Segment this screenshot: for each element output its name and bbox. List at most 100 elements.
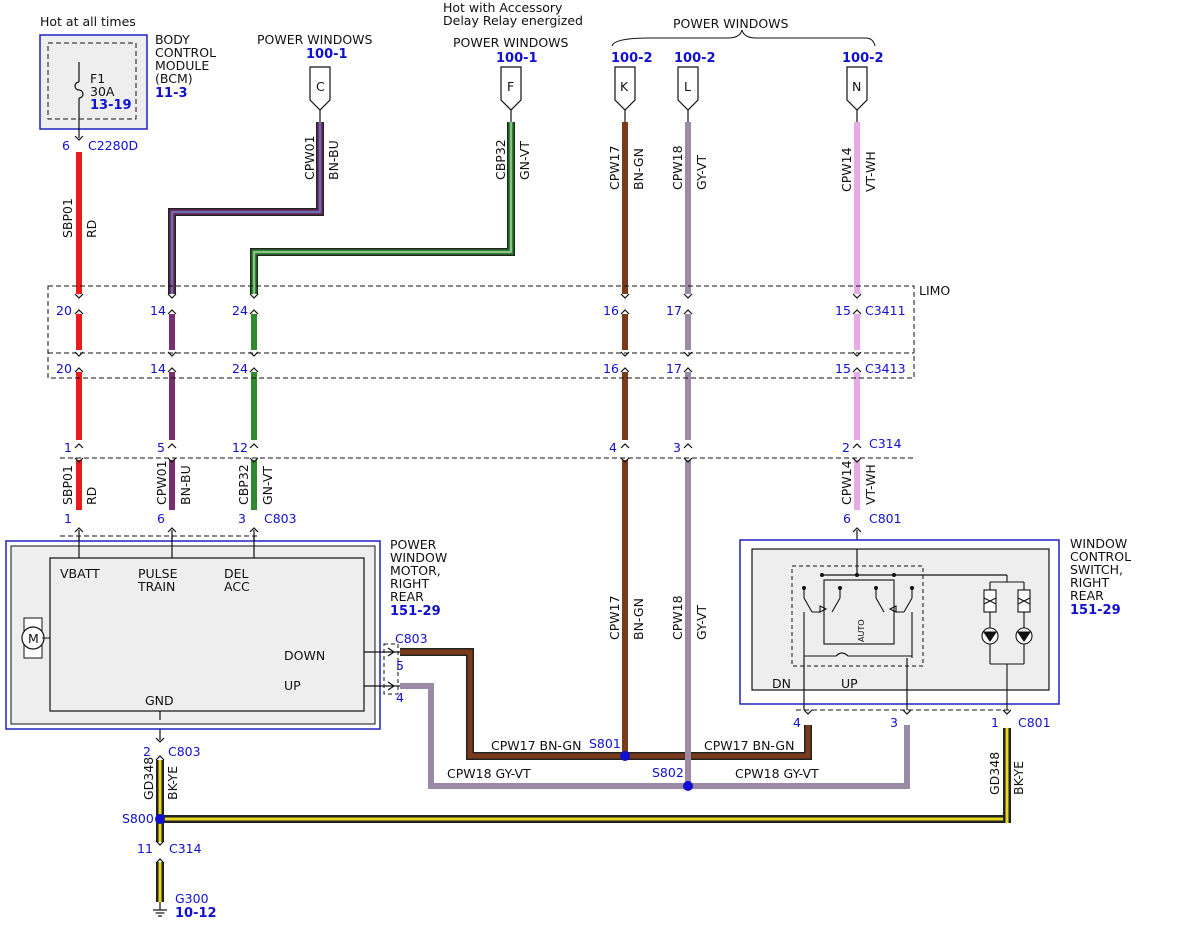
c803-side-label: C803 bbox=[395, 631, 428, 646]
svg-text:K: K bbox=[620, 79, 629, 94]
motor-del-1: DEL bbox=[224, 566, 249, 581]
svg-text:BN-BU: BN-BU bbox=[326, 140, 341, 180]
svg-text:GY-VT: GY-VT bbox=[694, 154, 709, 190]
svg-text:5: 5 bbox=[157, 440, 165, 455]
svg-text:CPW18 GY-VT: CPW18 GY-VT bbox=[735, 766, 819, 781]
svg-text:CPW01: CPW01 bbox=[154, 460, 169, 505]
motor-label-3: MOTOR, bbox=[390, 563, 441, 578]
switch-dn: DN bbox=[772, 676, 791, 691]
s800-label: S800 bbox=[122, 811, 154, 826]
svg-text:RD: RD bbox=[84, 487, 99, 505]
c801-gnd-pin: 1 bbox=[991, 715, 999, 730]
svg-text:BK-YE: BK-YE bbox=[1011, 761, 1026, 795]
pin-flag-f: F bbox=[500, 66, 522, 122]
svg-text:CPW14: CPW14 bbox=[839, 460, 854, 505]
svg-text:3: 3 bbox=[238, 511, 246, 526]
switch-label-2: CONTROL bbox=[1070, 549, 1131, 564]
hot-accessory-label-1: Hot with Accessory bbox=[443, 0, 563, 15]
wire-labels: SBP01 RD CPW01 BN-BU CBP32 GN-VT CPW17 B… bbox=[60, 135, 1026, 800]
svg-text:16: 16 bbox=[603, 361, 619, 376]
svg-text:C803: C803 bbox=[264, 511, 297, 526]
pin-flag-l: L bbox=[677, 66, 699, 122]
pw-f-title: POWER WINDOWS bbox=[453, 35, 569, 50]
limo-connector-box bbox=[47, 285, 915, 379]
motor-pulse-1: PULSE bbox=[138, 566, 178, 581]
c801-top-label: C801 bbox=[869, 511, 902, 526]
pw-l-ref: 100-2 bbox=[674, 51, 716, 66]
c314-chevrons bbox=[74, 443, 862, 463]
power-window-motor: VBATT PULSE TRAIN DEL ACC DOWN UP GND M bbox=[5, 536, 400, 730]
window-control-switch: AUTO DN UP bbox=[739, 539, 1060, 710]
motor-pulse-2: TRAIN bbox=[137, 579, 175, 594]
bcm-label-4: (BCM) bbox=[155, 71, 193, 86]
motor-gnd: GND bbox=[145, 693, 174, 708]
s802-label: S802 bbox=[652, 765, 684, 780]
s801-label: S801 bbox=[589, 736, 621, 751]
svg-text:12: 12 bbox=[232, 440, 248, 455]
motor-label-2: WINDOW bbox=[390, 550, 447, 565]
pw-c-title: POWER WINDOWS bbox=[257, 32, 373, 47]
c801-top-pin: 6 bbox=[843, 511, 851, 526]
c314-gnd-pin: 11 bbox=[137, 841, 153, 856]
wire-gd348 bbox=[153, 712, 1011, 917]
g300-ref: 10-12 bbox=[175, 906, 217, 921]
svg-text:CPW17: CPW17 bbox=[607, 595, 622, 640]
svg-text:1: 1 bbox=[64, 511, 72, 526]
svg-text:17: 17 bbox=[666, 303, 682, 318]
svg-text:GN-VT: GN-VT bbox=[517, 141, 532, 180]
limo-chevrons bbox=[74, 293, 862, 373]
fuse-icon bbox=[74, 81, 84, 99]
motor-label-4: RIGHT bbox=[390, 576, 429, 591]
svg-text:CPW18: CPW18 bbox=[670, 145, 685, 190]
g300-label: G300 bbox=[175, 891, 209, 906]
bcm-label-2: CONTROL bbox=[155, 45, 216, 60]
limo-label: LIMO bbox=[919, 283, 950, 298]
svg-text:CBP32: CBP32 bbox=[236, 464, 251, 505]
c803-gnd-label: C803 bbox=[168, 744, 201, 759]
led-icon bbox=[981, 575, 1033, 710]
pw-n-ref: 100-2 bbox=[842, 51, 884, 66]
c801-up-pin: 3 bbox=[890, 715, 898, 730]
pw-group-title: POWER WINDOWS bbox=[673, 16, 789, 31]
switch-up: UP bbox=[841, 676, 858, 691]
bcm-ref: 11-3 bbox=[155, 86, 188, 101]
svg-text:CPW17: CPW17 bbox=[607, 145, 622, 190]
pw-k-ref: 100-2 bbox=[611, 51, 653, 66]
svg-text:GY-VT: GY-VT bbox=[694, 604, 709, 640]
svg-text:1: 1 bbox=[64, 440, 72, 455]
svg-text:15: 15 bbox=[835, 361, 851, 376]
c3411-pins: 20 14 24 16 17 15 bbox=[56, 303, 851, 318]
s802-splice bbox=[683, 781, 693, 791]
svg-text:CPW14: CPW14 bbox=[839, 147, 854, 192]
svg-text:GN-VT: GN-VT bbox=[260, 466, 275, 505]
c3413-pins: 20 14 24 16 17 15 bbox=[56, 361, 851, 376]
c3411-label: C3411 bbox=[865, 303, 906, 318]
svg-text:CBP32: CBP32 bbox=[493, 139, 508, 180]
svg-text:N: N bbox=[852, 79, 861, 94]
svg-text:15: 15 bbox=[835, 303, 851, 318]
c314-pins: 1 5 12 4 3 2 bbox=[64, 440, 850, 455]
svg-text:CPW01: CPW01 bbox=[302, 135, 317, 180]
svg-text:F: F bbox=[507, 79, 514, 94]
svg-text:14: 14 bbox=[150, 303, 166, 318]
bcm-label-3: MODULE bbox=[155, 58, 209, 73]
pin-flag-n: N bbox=[846, 66, 868, 122]
svg-text:BN-GN: BN-GN bbox=[631, 598, 646, 640]
hot-accessory-label-2: Delay Relay energized bbox=[443, 13, 583, 28]
c803-down-pin: 5 bbox=[396, 658, 404, 673]
svg-text:CPW18: CPW18 bbox=[670, 595, 685, 640]
svg-text:RD: RD bbox=[84, 220, 99, 238]
motor-vbatt: VBATT bbox=[60, 566, 100, 581]
c803-top-pins: 1 6 3 C803 bbox=[64, 511, 297, 533]
svg-text:20: 20 bbox=[56, 361, 72, 376]
motor-up: UP bbox=[284, 678, 301, 693]
switch-label-4: RIGHT bbox=[1070, 575, 1109, 590]
fuse-amp: 30A bbox=[90, 84, 115, 99]
bcm-label-1: BODY bbox=[155, 32, 190, 47]
svg-text:4: 4 bbox=[609, 440, 617, 455]
svg-text:16: 16 bbox=[603, 303, 619, 318]
motor-label-1: POWER bbox=[390, 537, 437, 552]
svg-text:24: 24 bbox=[232, 361, 248, 376]
c801-bottom-label: C801 bbox=[1018, 715, 1051, 730]
